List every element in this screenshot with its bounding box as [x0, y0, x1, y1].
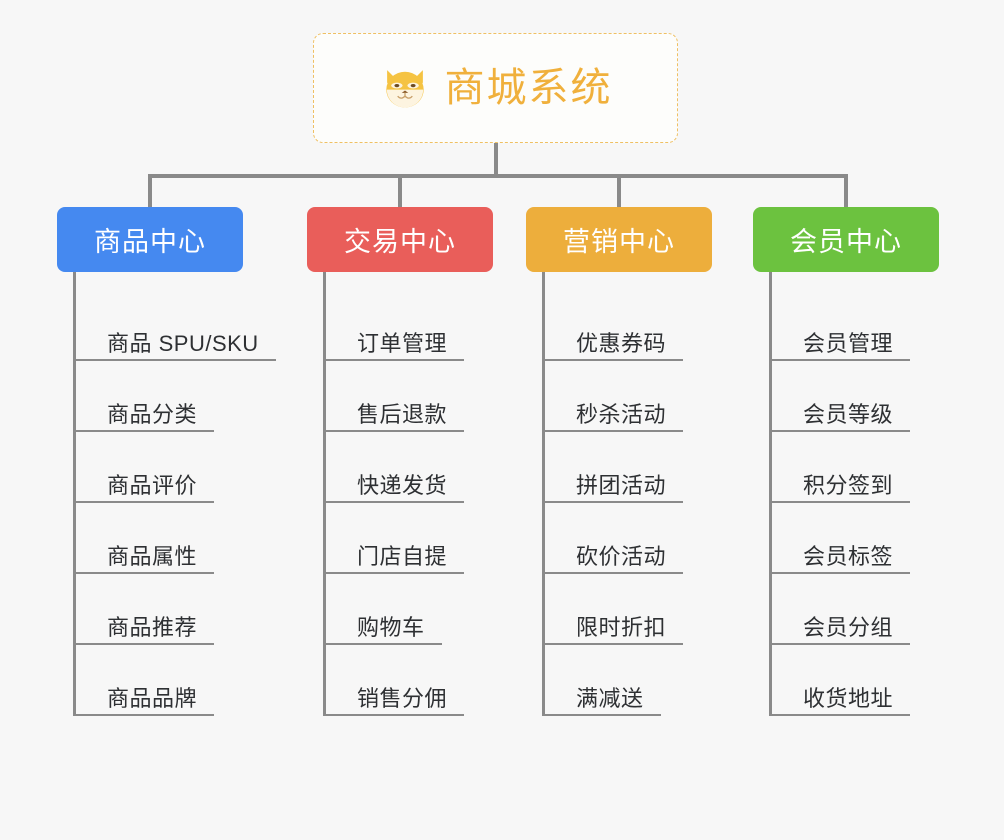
leaf-label: 商品属性 [107, 543, 198, 569]
leaf-label: 订单管理 [357, 330, 448, 356]
leaf-label: 门店自提 [357, 543, 448, 569]
list-item[interactable]: 购物车 [326, 574, 442, 645]
connector-drop-3 [617, 174, 621, 209]
list-item[interactable]: 会员分组 [772, 574, 910, 645]
list-item[interactable]: 商品属性 [76, 503, 214, 574]
branch-trade-center: 交易中心 订单管理 售后退款 快递发货 门店自提 购物车 销售分佣 [307, 207, 493, 716]
list-item[interactable]: 商品分类 [76, 361, 214, 432]
leaf-label: 商品 SPU/SKU [107, 330, 259, 356]
connector-horizontal-bus [148, 174, 848, 178]
branch-label: 交易中心 [344, 227, 456, 257]
leaf-label: 商品分类 [107, 401, 198, 427]
leaf-label: 商品品牌 [107, 685, 198, 711]
branch-member-center: 会员中心 会员管理 会员等级 积分签到 会员标签 会员分组 收货地址 [753, 207, 939, 716]
leaf-label: 秒杀活动 [576, 401, 667, 427]
leaf-list-marketing-center: 优惠券码 秒杀活动 拼团活动 砍价活动 限时折扣 满减送 [542, 272, 712, 716]
branch-label: 营销中心 [563, 227, 675, 257]
leaf-label: 限时折扣 [576, 614, 667, 640]
leaf-label: 积分签到 [803, 472, 894, 498]
list-item[interactable]: 满减送 [545, 645, 661, 716]
list-item[interactable]: 门店自提 [326, 503, 464, 574]
list-item[interactable]: 商品评价 [76, 432, 214, 503]
list-item[interactable]: 收货地址 [772, 645, 910, 716]
branch-label: 会员中心 [790, 227, 902, 257]
list-item[interactable]: 会员标签 [772, 503, 910, 574]
leaf-label: 售后退款 [357, 401, 448, 427]
root-title: 商城系统 [444, 66, 613, 110]
leaf-label: 购物车 [357, 614, 425, 640]
list-item[interactable]: 快递发货 [326, 432, 464, 503]
leaf-label: 会员分组 [803, 614, 894, 640]
leaf-label: 砍价活动 [576, 543, 667, 569]
leaf-list-member-center: 会员管理 会员等级 积分签到 会员标签 会员分组 收货地址 [769, 272, 939, 716]
list-item[interactable]: 商品推荐 [76, 574, 214, 645]
connector-drop-1 [148, 174, 152, 209]
branch-header-product-center[interactable]: 商品中心 [57, 207, 243, 272]
list-item[interactable]: 商品 SPU/SKU [76, 290, 276, 361]
branch-marketing-center: 营销中心 优惠券码 秒杀活动 拼团活动 砍价活动 限时折扣 满减送 [526, 207, 712, 716]
connector-drop-4 [844, 174, 848, 209]
leaf-label: 会员管理 [803, 330, 894, 356]
leaf-label: 收货地址 [803, 685, 894, 711]
branch-header-marketing-center[interactable]: 营销中心 [526, 207, 712, 272]
leaf-list-product-center: 商品 SPU/SKU 商品分类 商品评价 商品属性 商品推荐 商品品牌 [73, 272, 276, 716]
leaf-label: 快递发货 [357, 472, 448, 498]
leaf-label: 商品评价 [107, 472, 198, 498]
list-item[interactable]: 积分签到 [772, 432, 910, 503]
leaf-label: 会员等级 [803, 401, 894, 427]
leaf-label: 商品推荐 [107, 614, 198, 640]
list-item[interactable]: 商品品牌 [76, 645, 214, 716]
root-node[interactable]: 商城系统 [313, 33, 678, 143]
list-item[interactable]: 售后退款 [326, 361, 464, 432]
list-item[interactable]: 限时折扣 [545, 574, 683, 645]
list-item[interactable]: 会员管理 [772, 290, 910, 361]
list-item[interactable]: 销售分佣 [326, 645, 464, 716]
leaf-label: 优惠券码 [576, 330, 667, 356]
connector-root-vertical [494, 143, 498, 177]
list-item[interactable]: 秒杀活动 [545, 361, 683, 432]
shiba-dog-icon [385, 70, 424, 108]
branch-label: 商品中心 [94, 227, 206, 257]
branch-product-center: 商品中心 商品 SPU/SKU 商品分类 商品评价 商品属性 商品推荐 商品品牌 [57, 207, 276, 716]
list-item[interactable]: 会员等级 [772, 361, 910, 432]
leaf-label: 满减送 [576, 685, 644, 711]
branch-header-trade-center[interactable]: 交易中心 [307, 207, 493, 272]
branch-header-member-center[interactable]: 会员中心 [753, 207, 939, 272]
leaf-label: 销售分佣 [357, 685, 448, 711]
leaf-label: 会员标签 [803, 543, 894, 569]
leaf-label: 拼团活动 [576, 472, 667, 498]
leaf-list-trade-center: 订单管理 售后退款 快递发货 门店自提 购物车 销售分佣 [323, 272, 493, 716]
list-item[interactable]: 订单管理 [326, 290, 464, 361]
list-item[interactable]: 拼团活动 [545, 432, 683, 503]
list-item[interactable]: 优惠券码 [545, 290, 683, 361]
connector-drop-2 [398, 174, 402, 209]
list-item[interactable]: 砍价活动 [545, 503, 683, 574]
